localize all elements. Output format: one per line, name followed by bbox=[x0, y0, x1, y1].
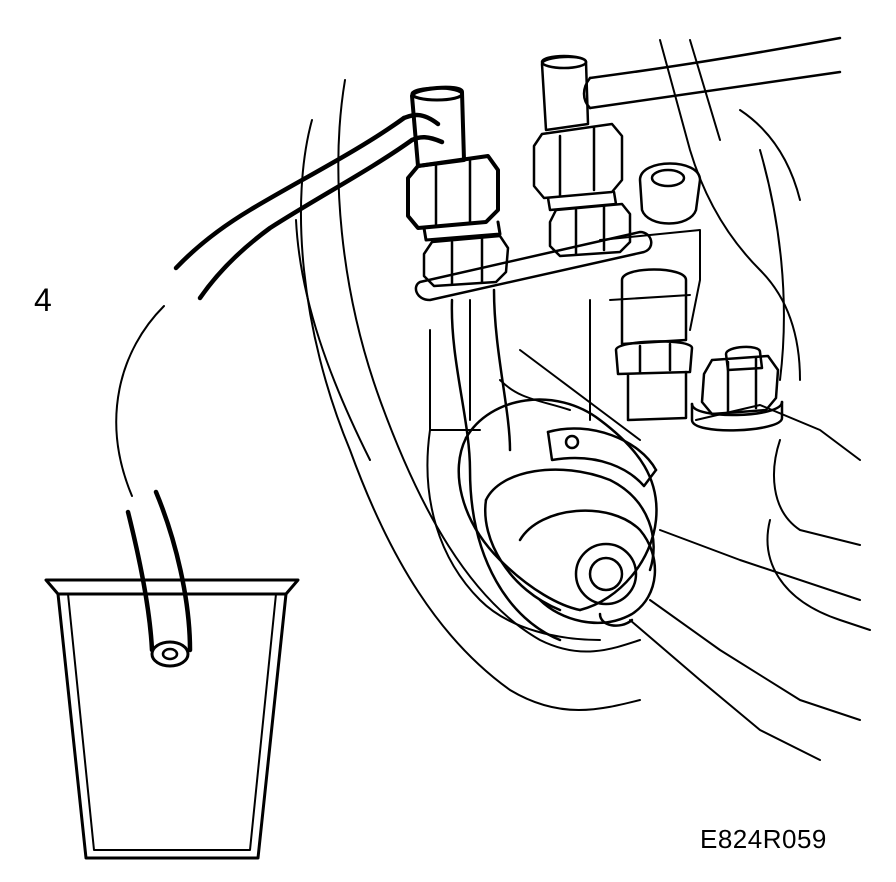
banjo-union bbox=[457, 398, 658, 627]
return-pipe bbox=[582, 36, 842, 110]
callout-number: 4 bbox=[34, 282, 52, 318]
hex-nut-right bbox=[690, 345, 784, 432]
engine-housing-outline bbox=[295, 39, 871, 761]
valve-stem bbox=[614, 268, 694, 422]
bleed-fitting-left bbox=[406, 85, 510, 288]
dome-nut bbox=[638, 162, 702, 225]
mounting-plate bbox=[414, 230, 653, 302]
bleed-hose bbox=[115, 112, 445, 668]
fitting-right bbox=[532, 54, 632, 258]
collecting-vessel bbox=[44, 578, 300, 860]
figure-code: E824R059 bbox=[700, 824, 827, 854]
injection-pipe bbox=[450, 288, 562, 642]
